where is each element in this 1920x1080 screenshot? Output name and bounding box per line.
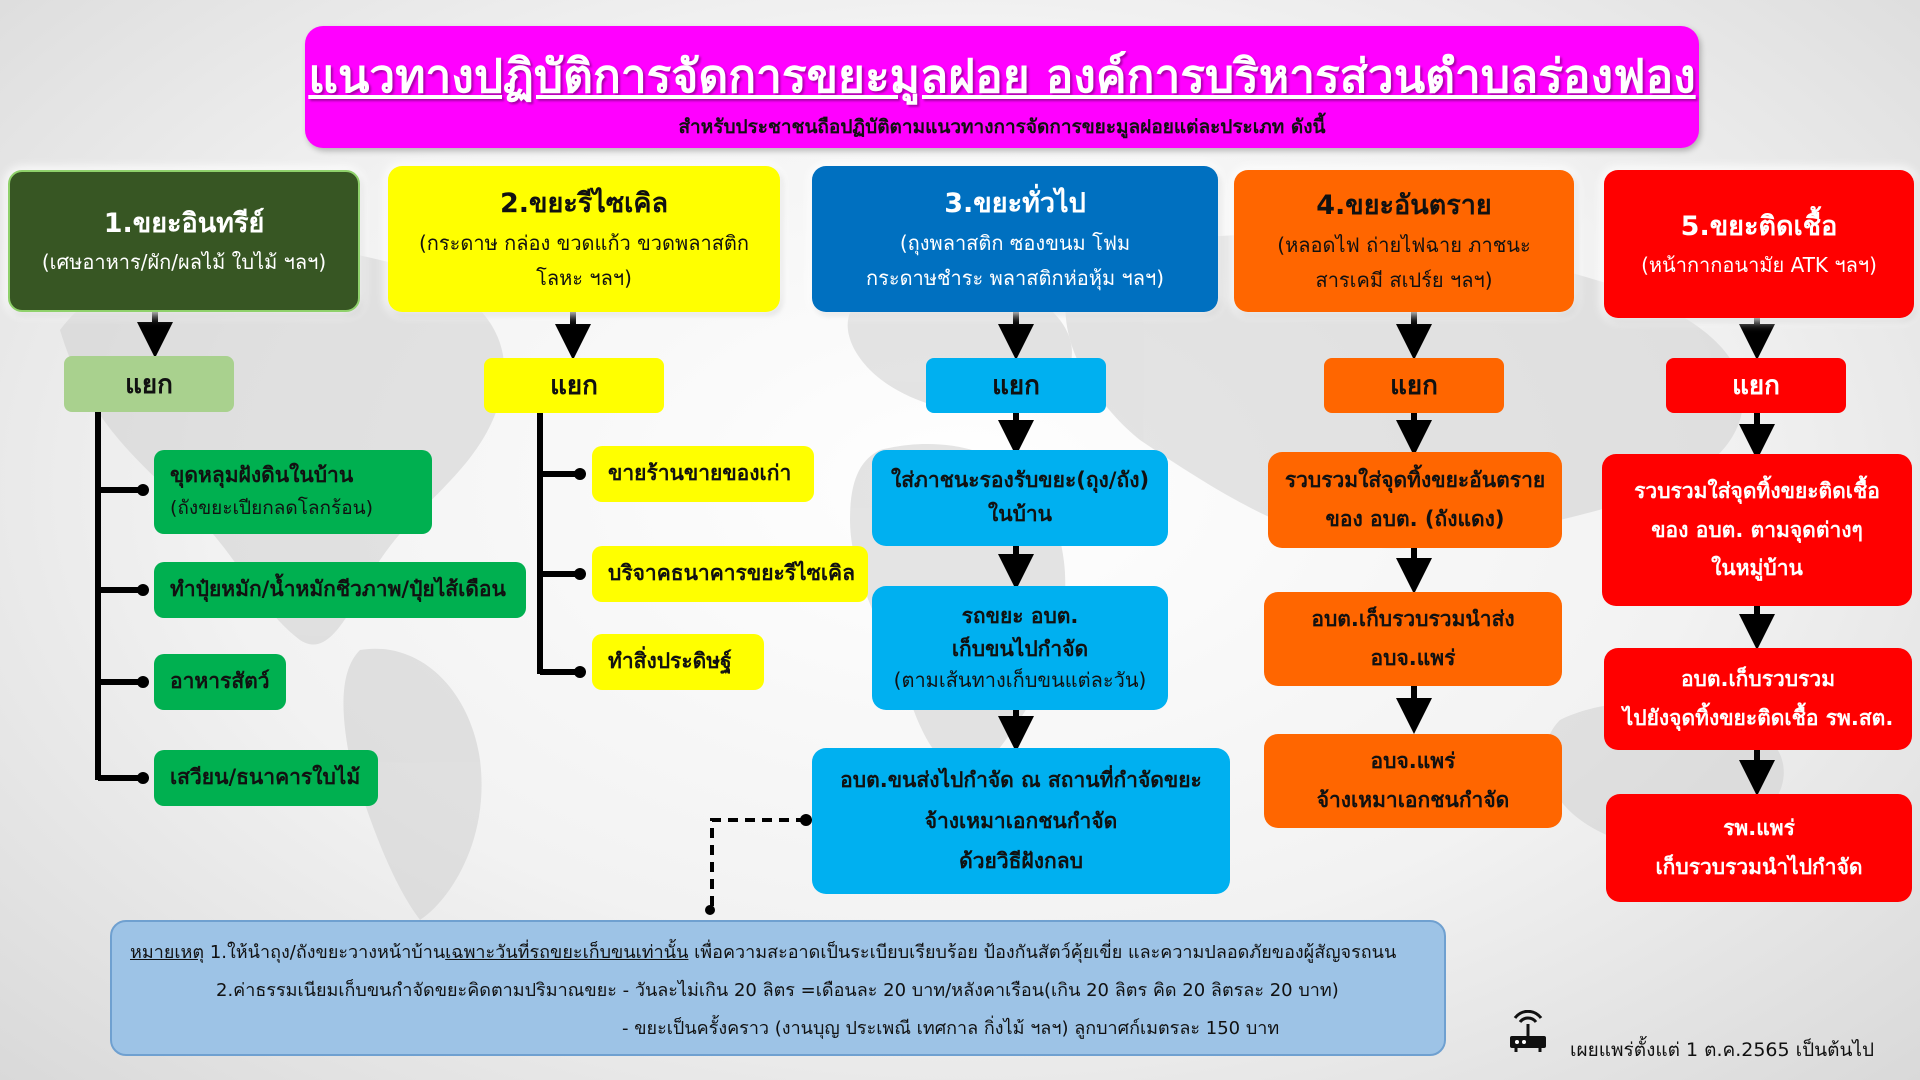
category-header-recycle: 2.ขยะรีไซเคิล (กระดาษ กล่อง ขวดแก้ว ขวดพ… <box>388 166 780 312</box>
note-line-1: หมายเหตุ 1.ให้นำถุง/ถังขยะวางหน้าบ้านเฉพ… <box>130 944 1396 962</box>
step-line: เก็บรวบรวมนำไปกำจัด <box>1655 855 1863 879</box>
separate-box-hazardous: แยก <box>1324 358 1504 413</box>
step-line: อบต.ขนส่งไปกำจัด ณ สถานที่กำจัดขยะ <box>840 767 1202 792</box>
step-note: (ตามเส้นทางเก็บขนแต่ละวัน) <box>893 668 1147 693</box>
category-desc: โลหะ ฯลฯ) <box>536 265 632 290</box>
category-title: 1.ขยะอินทรีย์ <box>103 207 265 239</box>
step-line: อบจ.แพร่ <box>1370 646 1456 670</box>
note-item1-suffix: เพื่อความสะอาดเป็นระเบียบเรียบร้อย ป้องก… <box>694 942 1397 963</box>
method-label: ทำปุ๋ยหมัก/น้ำหมักชีวภาพ/ปุ๋ยไส้เดือน <box>170 577 506 602</box>
step-line: อบต.เก็บรวบรวมนำส่ง <box>1311 607 1515 632</box>
title-banner: แนวทางปฏิบัติการจัดการขยะมูลฝอย องค์การบ… <box>305 26 1699 148</box>
separate-label: แยก <box>1390 371 1438 401</box>
router-icon <box>1510 1010 1546 1052</box>
page-title: แนวทางปฏิบัติการจัดการขยะมูลฝอย องค์การบ… <box>308 49 1696 103</box>
method-label: ทำสิ่งประดิษฐ์ <box>608 649 732 674</box>
step-line: ของ อบต. ตามจุดต่างๆ <box>1651 517 1863 542</box>
infectious-step-transfer: อบต.เก็บรวบรวม ไปยังจุดทิ้งขยะติดเชื้อ ร… <box>1604 648 1912 750</box>
separate-label: แยก <box>1732 371 1780 401</box>
general-step-container: ใส่ภาชนะรองรับขยะ(ถุง/ถัง) ในบ้าน <box>872 450 1168 546</box>
category-desc: (หลอดไฟ ถ่ายไฟฉาย ภาชนะ <box>1277 232 1531 257</box>
category-desc: (หน้ากากอนามัย ATK ฯลฯ) <box>1641 253 1877 278</box>
step-line: ในบ้าน <box>987 502 1053 526</box>
step-line: อบจ.แพร่ <box>1370 749 1456 774</box>
step-line: รถขยะ อบต. <box>961 603 1079 628</box>
step-line: รวบรวมใส่จุดทิ้งขยะอันตราย <box>1284 468 1546 493</box>
step-line: รพ.แพร่ <box>1723 816 1795 841</box>
step-line: จ้างเหมาเอกชนกำจัด <box>1316 788 1510 812</box>
separate-label: แยก <box>125 369 173 400</box>
note-label: หมายเหตุ <box>130 942 205 963</box>
category-header-infectious: 5.ขยะติดเชื้อ (หน้ากากอนามัย ATK ฯลฯ) <box>1604 170 1914 318</box>
category-title: 2.ขยะรีไซเคิล <box>499 188 669 220</box>
publish-date-text: เผยแพร่ตั้งแต่ 1 ต.ค.2565 เป็นต้นไป <box>1570 1039 1875 1061</box>
note-box: หมายเหตุ 1.ให้นำถุง/ถังขยะวางหน้าบ้านเฉพ… <box>110 920 1446 1056</box>
note-item1-emphasis: เฉพาะวันที่รถขยะเก็บขนเท่านั้น <box>445 942 689 963</box>
method-label: ขายร้านขายของเก่า <box>608 461 792 486</box>
general-step-collection-truck: รถขยะ อบต. เก็บขนไปกำจัด (ตามเส้นทางเก็บ… <box>872 586 1168 710</box>
category-title: 5.ขยะติดเชื้อ <box>1680 210 1838 242</box>
recycle-method-donate: บริจาคธนาคารขยะรีไซเคิล <box>592 546 868 602</box>
category-desc: (ถุงพลาสติก ซองขนม โฟม <box>899 230 1131 255</box>
organic-method-animal-feed: อาหารสัตว์ <box>154 654 286 710</box>
step-line: อบต.เก็บรวบรวม <box>1680 667 1836 692</box>
category-header-organic: 1.ขยะอินทรีย์ (เศษอาหาร/ผัก/ผลไม้ ใบไม้ … <box>8 170 360 312</box>
category-desc: กระดาษชำระ พลาสติกห่อหุ้ม ฯลฯ) <box>865 265 1165 290</box>
step-line: ในหมู่บ้าน <box>1711 556 1803 581</box>
separate-box-recycle: แยก <box>484 358 664 413</box>
separate-label: แยก <box>550 371 598 401</box>
separate-box-organic: แยก <box>64 356 234 412</box>
category-desc: สารเคมี สเปร์ย ฯลฯ) <box>1315 267 1493 292</box>
organic-method-compost: ทำปุ๋ยหมัก/น้ำหมักชีวภาพ/ปุ๋ยไส้เดือน <box>154 562 526 618</box>
category-desc: (กระดาษ กล่อง ขวดแก้ว ขวดพลาสติก <box>419 230 749 255</box>
infectious-step-hospital: รพ.แพร่ เก็บรวบรวมนำไปกำจัด <box>1606 794 1912 902</box>
method-label: ขุดหลุมฝังดินในบ้าน <box>170 462 354 487</box>
category-title: 4.ขยะอันตราย <box>1316 190 1492 222</box>
organic-method-leaf-bank: เสวียน/ธนาคารใบไม้ <box>154 750 378 806</box>
recycle-method-sell: ขายร้านขายของเก่า <box>592 446 814 502</box>
step-line: ของ อบต. (ถังแดง) <box>1325 507 1505 531</box>
hazardous-step-send: อบต.เก็บรวบรวมนำส่ง อบจ.แพร่ <box>1264 592 1562 686</box>
step-line: ด้วยวิธีฝังกลบ <box>959 849 1083 874</box>
separate-label: แยก <box>992 371 1040 401</box>
separate-box-general: แยก <box>926 358 1106 413</box>
hazardous-step-collect: รวบรวมใส่จุดทิ้งขยะอันตราย ของ อบต. (ถัง… <box>1268 452 1562 548</box>
step-line: เก็บขนไปกำจัด <box>951 636 1089 661</box>
step-line: รวบรวมใส่จุดทิ้งขยะติดเชื้อ <box>1634 478 1880 503</box>
method-label: บริจาคธนาคารขยะรีไซเคิล <box>608 561 855 586</box>
category-desc: (เศษอาหาร/ผัก/ผลไม้ ใบไม้ ฯลฯ) <box>41 250 327 275</box>
method-note: (ถังขยะเปียกลดโลกร้อน) <box>170 497 374 520</box>
hazardous-step-dispose: อบจ.แพร่ จ้างเหมาเอกชนกำจัด <box>1264 734 1562 828</box>
method-label: อาหารสัตว์ <box>170 669 270 694</box>
recycle-method-craft: ทำสิ่งประดิษฐ์ <box>592 634 764 690</box>
category-header-hazardous: 4.ขยะอันตราย (หลอดไฟ ถ่ายไฟฉาย ภาชนะ สาร… <box>1234 170 1574 312</box>
step-line: จ้างเหมาเอกชนกำจัด <box>924 808 1118 833</box>
separate-box-infectious: แยก <box>1666 358 1846 413</box>
category-header-general: 3.ขยะทั่วไป (ถุงพลาสติก ซองขนม โฟม กระดา… <box>812 166 1218 312</box>
note-item-3: - ขยะเป็นครั้งคราว (งานบุญ ประเพณี เทศกา… <box>622 1018 1280 1039</box>
step-line: ใส่ภาชนะรองรับขยะ(ถุง/ถัง) <box>890 468 1150 493</box>
organic-method-bury: ขุดหลุมฝังดินในบ้าน (ถังขยะเปียกลดโลกร้อ… <box>154 450 432 534</box>
page-subtitle: สำหรับประชาชนถือปฏิบัติตามแนวทางการจัดกา… <box>678 116 1326 138</box>
note-dashed-connector <box>710 818 806 908</box>
method-label: เสวียน/ธนาคารใบไม้ <box>170 765 361 790</box>
step-line: ไปยังจุดทิ้งขยะติดเชื้อ รพ.สต. <box>1622 706 1894 730</box>
note-item-2: 2.ค่าธรรมเนียมเก็บขนกำจัดขยะคิดตามปริมาณ… <box>216 980 1339 1001</box>
infectious-step-collect: รวบรวมใส่จุดทิ้งขยะติดเชื้อ ของ อบต. ตาม… <box>1602 454 1912 606</box>
category-title: 3.ขยะทั่วไป <box>944 188 1086 220</box>
note-item1-prefix: 1.ให้นำถุง/ถังขยะวางหน้าบ้าน <box>209 942 446 963</box>
general-step-landfill: อบต.ขนส่งไปกำจัด ณ สถานที่กำจัดขยะ จ้างเ… <box>812 748 1230 894</box>
